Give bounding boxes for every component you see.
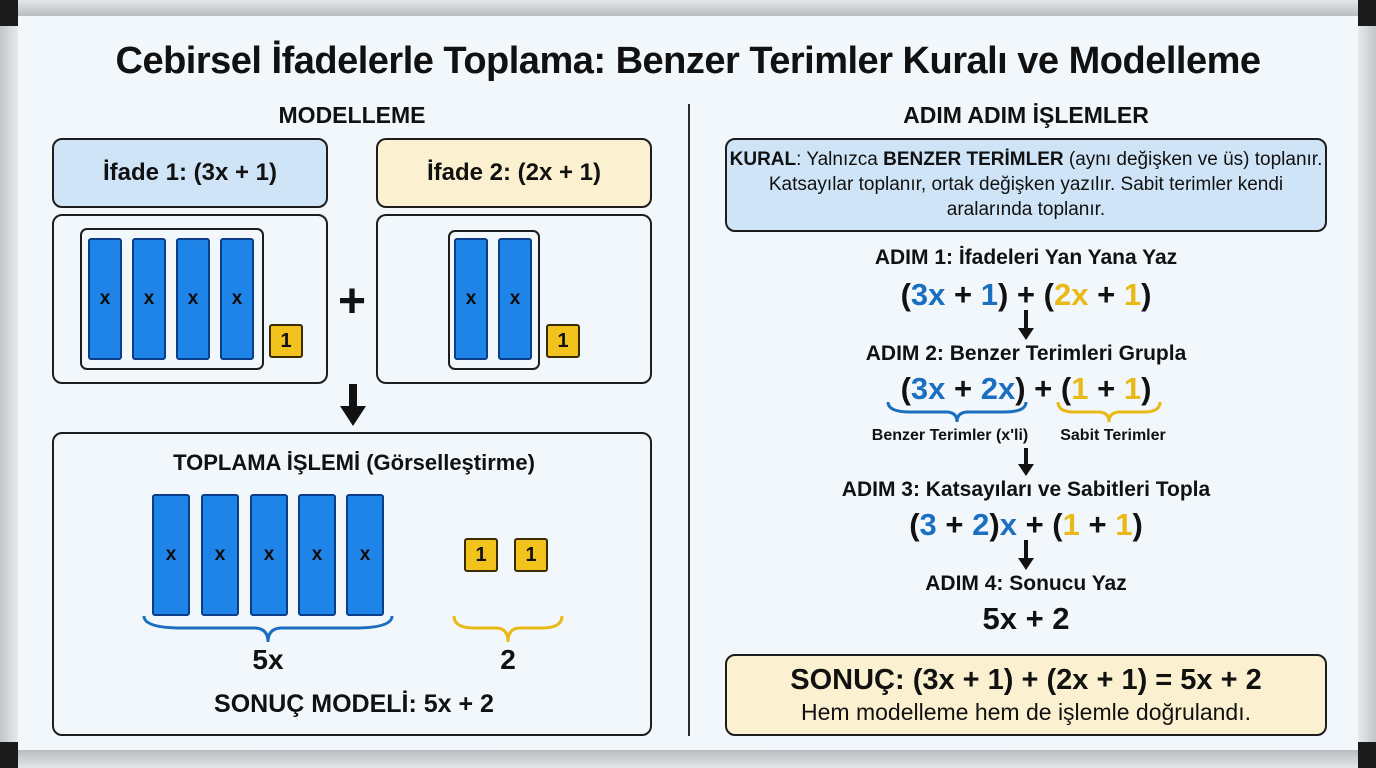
conclusion-box: SONUÇ: (3x + 1) + (2x + 1) = 5x + 2 Hem …: [725, 654, 1327, 736]
rule-text-a: : Yalnızca: [796, 149, 884, 170]
page-title: Cebirsel İfadelerle Toplama: Benzer Teri…: [115, 40, 1262, 82]
frame-corner: [1358, 742, 1376, 768]
plus-sign: +: [337, 275, 367, 328]
x-tile: x: [220, 238, 254, 360]
frame-corner: [0, 742, 18, 768]
x-tile: x: [498, 238, 532, 360]
addition-visual-heading: TOPLAMA İŞLEMİ (Görselleştirme): [173, 450, 535, 475]
x-tile: x: [298, 494, 336, 616]
step-2-title: ADIM 2: Benzer Terimleri Grupla: [865, 342, 1187, 365]
expression-1-model: x x x x 1: [52, 214, 328, 384]
step-3-expression: (3 + 2)x + (1 + 1): [909, 507, 1143, 542]
board-frame-top: [0, 0, 1376, 16]
arrow-down-icon: [1018, 310, 1034, 340]
step-1-title: ADIM 1: İfadeleri Yan Yana Yaz: [874, 246, 1178, 269]
arrow-down-icon: [1018, 540, 1034, 570]
frame-corner: [0, 0, 18, 26]
step-4-title: ADIM 4: Sonucu Yaz: [925, 572, 1127, 595]
x-tile: x: [132, 238, 166, 360]
x-tile: x: [176, 238, 210, 360]
rule-keyword: KURAL: [729, 149, 797, 170]
expression-1-label: İfade 1: (3x + 1): [52, 138, 328, 208]
constant-terms-caption: Sabit Terimler: [1060, 427, 1166, 444]
x-tile: x: [454, 238, 488, 360]
unit-tile: 1: [546, 324, 580, 358]
x-total-label: 5x: [252, 644, 284, 675]
board-frame-left: [0, 0, 18, 768]
unit-tile: 1: [269, 324, 303, 358]
arrow-down-icon: [340, 384, 366, 426]
step-2-expression: (3x + 2x) + (1 + 1): [900, 371, 1152, 406]
expression-2-model: x x 1: [376, 214, 652, 384]
step-3-title: ADIM 3: Katsayıları ve Sabitleri Topla: [841, 478, 1211, 501]
unit-tile: 1: [514, 538, 548, 572]
arrow-down-icon: [1018, 448, 1034, 476]
x-tile: x: [346, 494, 384, 616]
x-tile: x: [152, 494, 190, 616]
step-4-result: 5x + 2: [982, 601, 1070, 636]
column-divider: [688, 104, 690, 736]
brace-like-terms: [886, 401, 1028, 423]
x-tile-group: [80, 228, 264, 370]
x-tile: x: [201, 494, 239, 616]
result-model-label: SONUÇ MODELİ: 5x + 2: [214, 690, 494, 718]
x-tile: x: [88, 238, 122, 360]
rule-emphasis: BENZER TERİMLER: [883, 149, 1064, 170]
frame-corner: [1358, 0, 1376, 26]
rule-text-b: (aynı değişken ve üs) toplanır. Katsayıl…: [768, 149, 1323, 220]
brace-constants: [452, 615, 564, 643]
conclusion-subtitle: Hem modelleme hem de işlemle doğrulandı.: [801, 699, 1251, 725]
brace-x-terms: [142, 615, 394, 643]
steps-heading: ADIM ADIM İŞLEMLER: [903, 102, 1149, 128]
expression-2-label: İfade 2: (2x + 1): [376, 138, 652, 208]
constant-total-label: 2: [500, 644, 516, 675]
board-frame-bottom: [0, 750, 1376, 768]
like-terms-caption: Benzer Terimler (x'li): [871, 427, 1029, 444]
x-tile-group: [448, 230, 540, 370]
brace-constant-terms: [1056, 401, 1162, 423]
board-frame-right: [1358, 0, 1376, 768]
step-1-expression: (3x + 1) + (2x + 1): [900, 277, 1152, 312]
unit-tile: 1: [464, 538, 498, 572]
rule-box: KURAL: Yalnızca BENZER TERİMLER (aynı de…: [725, 138, 1327, 232]
modelling-heading: MODELLEME: [278, 102, 426, 128]
conclusion-title: SONUÇ: (3x + 1) + (2x + 1) = 5x + 2: [790, 664, 1262, 696]
addition-visual-box: TOPLAMA İŞLEMİ (Görselleştirme) x x x x …: [52, 432, 652, 736]
x-tile: x: [250, 494, 288, 616]
